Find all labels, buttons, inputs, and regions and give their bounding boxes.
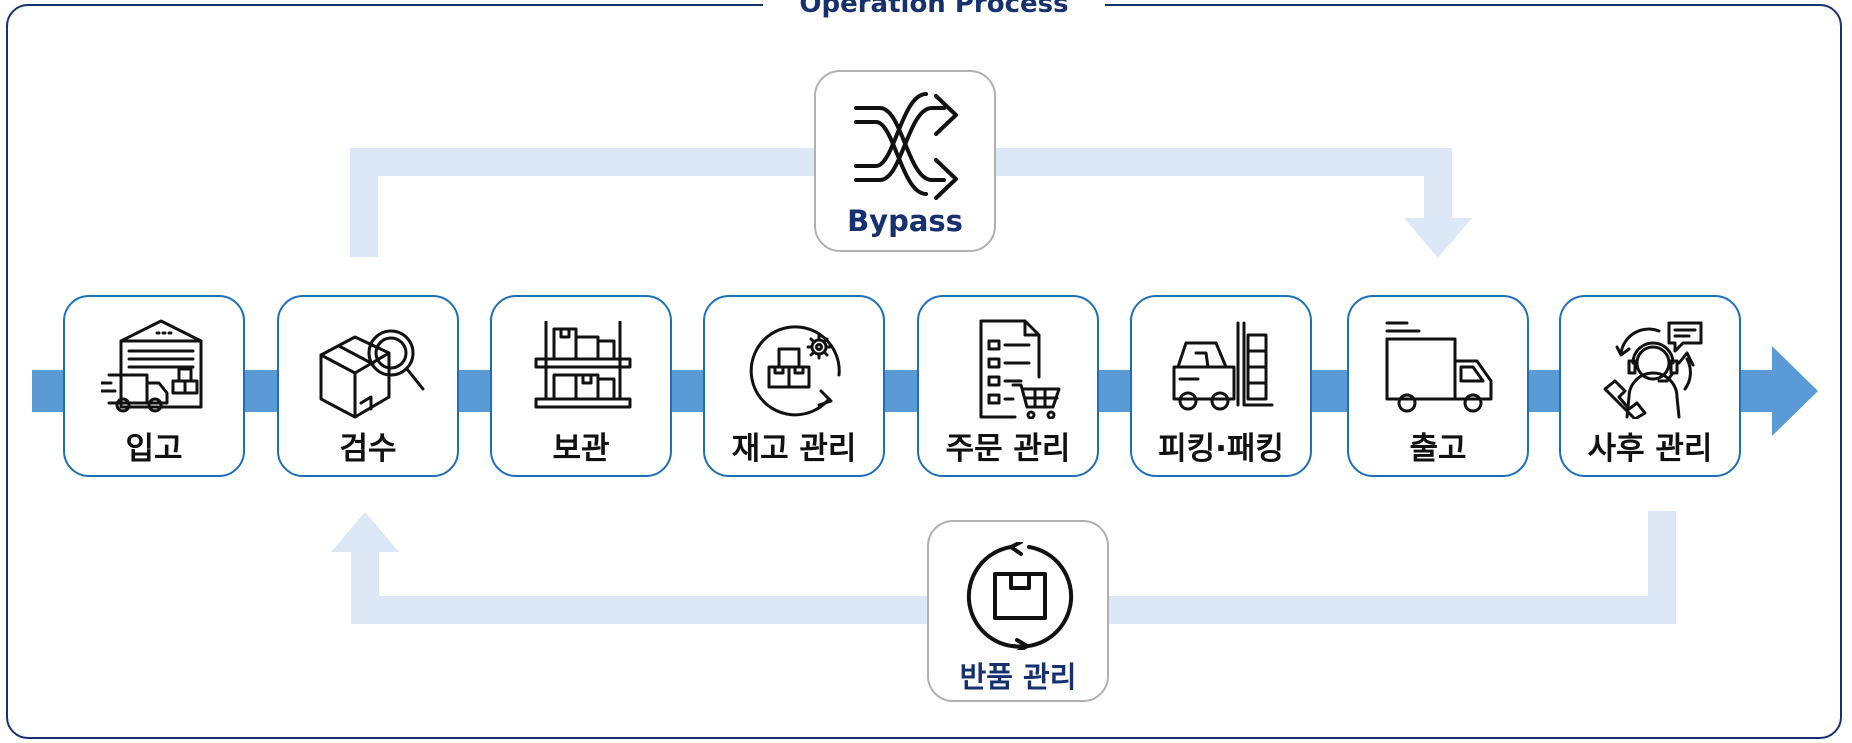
step-label: 보관 [552,431,610,467]
main-flow-head [1772,346,1818,436]
step-inspection: 검수 [277,295,459,477]
returns-box: 반품 관리 [927,520,1109,702]
step-storage: 보관 [490,295,672,477]
shuffle-arrows-icon [854,92,958,200]
step-inventory: 재고 관리 [703,295,885,477]
step-inbound: 입고 [63,295,245,477]
warehouse-truck-icon [101,319,203,413]
returns-loop-head [331,512,399,552]
step-label: 출고 [1409,431,1467,467]
diagram-frame: Operation Process [6,0,1842,739]
bypass-box: Bypass [814,70,996,252]
step-orders: 주문 관리 [917,295,1099,477]
storage-shelf-icon [534,321,632,409]
step-label: 사후 관리 [1587,431,1713,467]
inventory-gear-icon [749,325,841,417]
forklift-icon [1172,321,1274,411]
step-picking-packing: 피킹·패킹 [1130,295,1312,477]
step-label: 검수 [339,431,397,467]
return-box-cycle-icon [966,542,1074,650]
bypass-label: Bypass [847,204,963,238]
bypass-loop-head [1404,218,1472,258]
step-after-service: 사후 관리 [1559,295,1741,477]
step-label: 주문 관리 [945,431,1071,467]
box-inspection-icon [319,329,425,419]
step-label: 피킹·패킹 [1158,431,1284,467]
delivery-truck-icon [1385,321,1493,413]
customer-support-icon [1603,321,1703,419]
step-label: 재고 관리 [731,431,857,467]
order-list-cart-icon [979,319,1061,419]
diagram-title: Operation Process [763,0,1105,24]
returns-label: 반품 관리 [959,660,1077,694]
step-outbound: 출고 [1347,295,1529,477]
step-label: 입고 [125,431,183,467]
